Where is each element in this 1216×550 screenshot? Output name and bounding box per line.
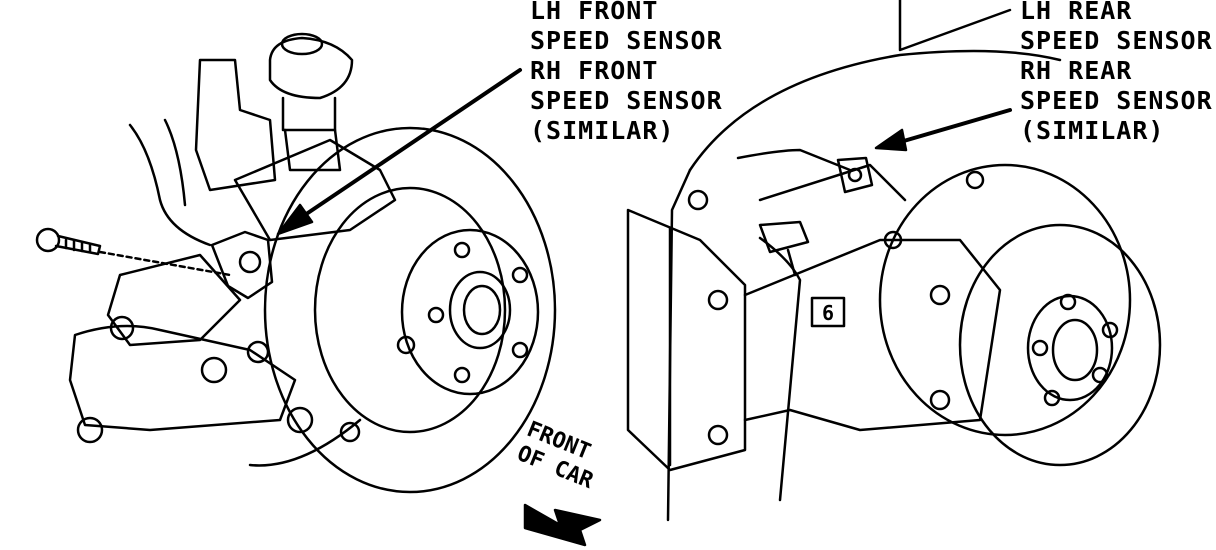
tie-rod xyxy=(248,418,362,467)
strut-body xyxy=(194,58,277,192)
rear-hub xyxy=(1026,294,1114,402)
sensor-bolt-front xyxy=(35,227,102,256)
callout-box xyxy=(810,296,846,328)
rear-speed-sensor xyxy=(836,156,874,194)
rear-hub-bore xyxy=(1051,318,1099,382)
front-of-car-arrow xyxy=(523,503,602,547)
front-sensor-arrow xyxy=(276,68,522,236)
rear-axle-housing xyxy=(743,238,1002,432)
rear-label-line-3: RH REAR xyxy=(1020,56,1133,85)
strut-upper-mount xyxy=(268,36,354,100)
front-label-line-1: LH FRONT xyxy=(530,0,659,25)
caliper-bolt xyxy=(396,335,416,355)
rear-plate-bolts xyxy=(883,170,985,411)
front-label-line-5: (SIMILAR) xyxy=(530,116,675,145)
rear-suspension-assembly xyxy=(626,0,1162,522)
rear-speed-sensor-label: LH REAR SPEED SENSOR RH REAR SPEED SENSO… xyxy=(1020,0,1213,146)
steering-knuckle xyxy=(233,138,397,242)
rear-sensor-arrow xyxy=(874,108,1012,152)
front-brake-rotor xyxy=(263,126,557,494)
rear-label-line-2: SPEED SENSOR xyxy=(1020,26,1213,55)
front-rotor-inner xyxy=(313,186,507,434)
strut-spring-seat xyxy=(281,96,337,132)
body-panel-edge xyxy=(898,0,1012,52)
rear-brake-line xyxy=(758,236,802,502)
front-wheel-studs xyxy=(427,241,529,384)
front-hub-center xyxy=(448,270,512,350)
rear-harness-connector xyxy=(758,220,810,277)
front-label-line-4: SPEED SENSOR xyxy=(530,86,723,115)
front-speed-sensor xyxy=(210,230,274,300)
lower-arm-bolts xyxy=(76,315,314,444)
rear-mount-bracket xyxy=(626,208,747,472)
front-speed-sensor-label: LH FRONT SPEED SENSOR RH FRONT SPEED SEN… xyxy=(530,0,723,146)
front-label-line-3: RH FRONT xyxy=(530,56,659,85)
rear-label-line-5: (SIMILAR) xyxy=(1020,116,1165,145)
rear-wheel-studs xyxy=(1031,293,1119,407)
bracket-bolts xyxy=(687,189,729,446)
sensor-harness-bracket xyxy=(758,163,907,202)
brake-line xyxy=(163,118,187,207)
rear-backing-plate xyxy=(878,163,1132,437)
front-suspension-assembly xyxy=(35,32,557,494)
front-hub-bore xyxy=(462,284,502,336)
callout-number: 6 xyxy=(822,301,834,325)
stabilizer-mount xyxy=(106,253,242,347)
front-label-line-2: SPEED SENSOR xyxy=(530,26,723,55)
strut-lower xyxy=(283,128,342,172)
sensor-wire xyxy=(736,148,852,172)
rear-label-line-4: SPEED SENSOR xyxy=(1020,86,1213,115)
rear-label-line-1: LH REAR xyxy=(1020,0,1133,25)
rear-brake-rotor xyxy=(958,223,1162,467)
brake-hose xyxy=(128,123,212,247)
lower-control-arm xyxy=(68,324,297,432)
front-hub xyxy=(400,228,540,396)
rear-floor-panel xyxy=(688,49,1062,172)
rotor-bolt xyxy=(339,421,361,443)
